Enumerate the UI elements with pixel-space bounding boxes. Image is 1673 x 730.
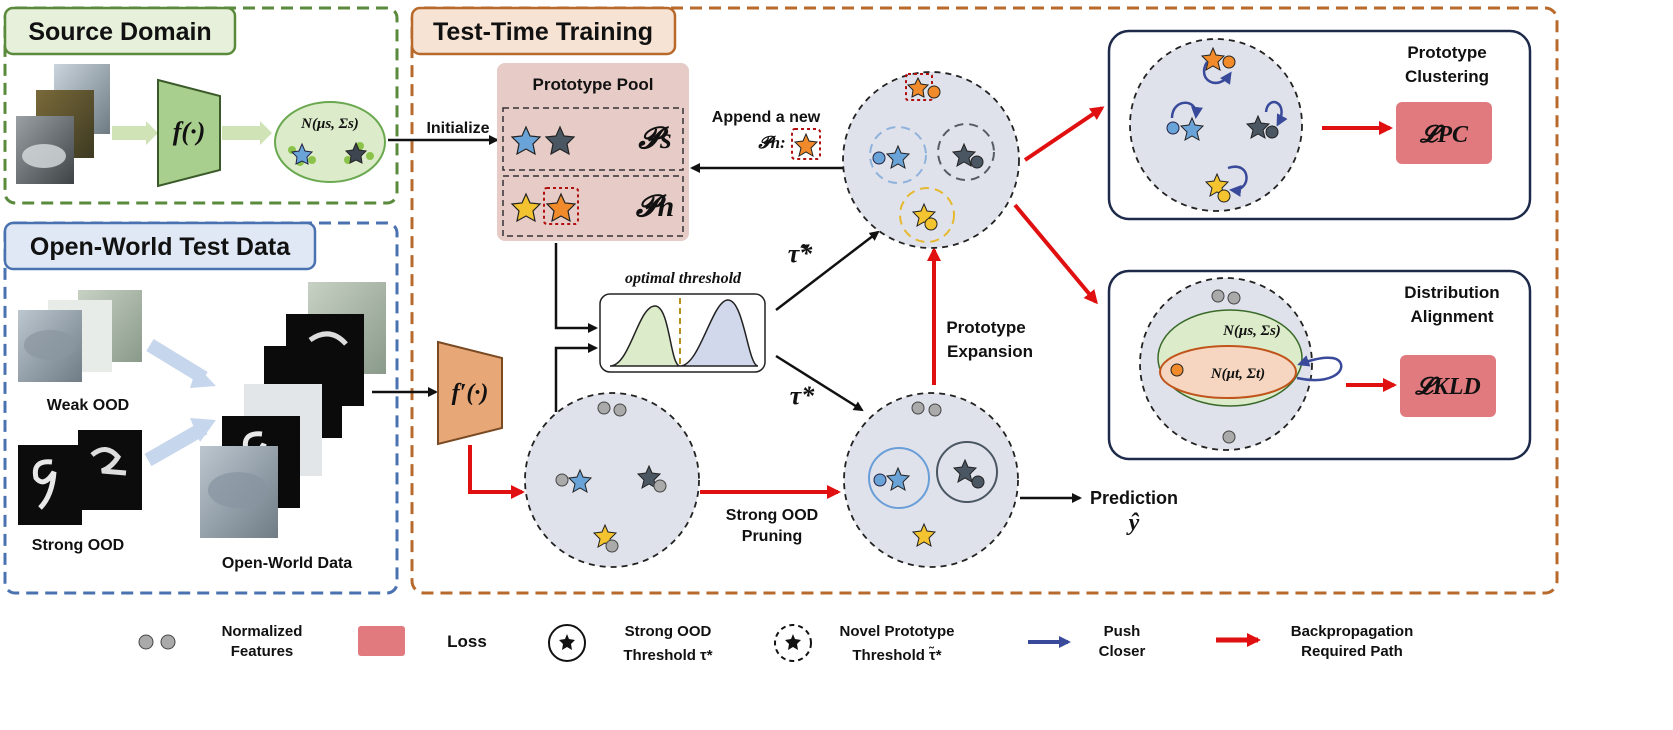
source-domain-panel bbox=[3, 6, 399, 205]
pool-title: Prototype Pool bbox=[533, 75, 654, 94]
feature-space-pruned bbox=[843, 392, 1019, 568]
ttt-panel bbox=[410, 6, 1559, 595]
tau-label: τ* bbox=[790, 381, 816, 410]
n-s-label: N(μs, Σs) bbox=[1222, 323, 1281, 339]
threshold-plot: optimal threshold bbox=[599, 270, 766, 373]
source-images bbox=[16, 64, 110, 184]
append-label: Append a new bbox=[712, 109, 821, 126]
to-clustering-arrow bbox=[1023, 106, 1105, 162]
openworld-data-images bbox=[200, 282, 386, 538]
loss-pc-label: 𝓛PC bbox=[1419, 122, 1469, 148]
tau-tilde-arrow bbox=[775, 230, 880, 311]
legend-features-1: Normalized bbox=[222, 623, 303, 640]
source-title-box bbox=[3, 6, 237, 56]
pruning-label-1: Strong OOD bbox=[726, 507, 818, 524]
prediction-label: Prediction bbox=[1090, 488, 1178, 508]
feature-space-expanded bbox=[842, 71, 1020, 249]
openworld-title-box bbox=[3, 221, 317, 271]
weak-ood-images bbox=[18, 290, 142, 382]
ps-label: 𝓟s bbox=[638, 122, 671, 155]
initialize-label: Initialize bbox=[426, 120, 489, 137]
n-t-label: N(μt, Σt) bbox=[1210, 366, 1265, 382]
source-title: Source Domain bbox=[28, 18, 211, 46]
alignment-label-1: Distribution bbox=[1404, 283, 1499, 302]
source-gaussian: N(μs, Σs) bbox=[274, 101, 386, 183]
alignment-label-2: Alignment bbox=[1410, 307, 1493, 326]
f-prime-label: f′(·) bbox=[452, 380, 489, 406]
f-prime-encoder: f′(·) bbox=[437, 340, 503, 446]
legend-push-1: Push bbox=[1104, 623, 1141, 640]
legend-novel-2: Threshold τ̃* bbox=[852, 646, 941, 664]
loss-kld-label: 𝓛KLD bbox=[1414, 374, 1480, 400]
clustering-label-1: Prototype bbox=[1407, 43, 1486, 62]
expansion-label-1: Prototype bbox=[946, 318, 1025, 337]
features-to-threshold-arrow bbox=[554, 343, 598, 412]
ttt-title-box bbox=[410, 6, 677, 56]
openworld-data-label: Open-World Data bbox=[222, 555, 352, 572]
append-pn-label: 𝓟n: bbox=[758, 133, 785, 152]
legend-backprop-1: Backpropagation bbox=[1291, 623, 1414, 640]
strong-ood-label: Strong OOD bbox=[32, 537, 124, 554]
pool-to-threshold-arrow bbox=[554, 243, 598, 333]
legend-loss: Loss bbox=[447, 632, 487, 651]
optimal-threshold-label: optimal threshold bbox=[625, 270, 742, 287]
f-label: f(·) bbox=[173, 117, 205, 146]
openworld-title: Open-World Test Data bbox=[30, 233, 291, 261]
f-encoder: f(·) bbox=[157, 78, 221, 188]
legend-novel-1: Novel Prototype bbox=[839, 623, 954, 640]
legend-backprop-2: Required Path bbox=[1301, 643, 1403, 660]
prototype-pool: Prototype Pool 𝓟s 𝓟n bbox=[497, 63, 689, 241]
legend-strong-2: Threshold τ* bbox=[623, 647, 712, 664]
legend-push-2: Closer bbox=[1099, 643, 1146, 660]
clustering-label-2: Clustering bbox=[1405, 67, 1489, 86]
expansion-label-2: Expansion bbox=[947, 342, 1033, 361]
strong-ood-images bbox=[18, 430, 142, 525]
pruning-label-2: Pruning bbox=[742, 528, 802, 545]
clustering-box: Prototype Clustering 𝓛PC bbox=[1107, 29, 1532, 221]
feature-space-initial bbox=[524, 392, 700, 568]
fprime-to-features-arrow bbox=[468, 445, 525, 499]
to-alignment-arrow bbox=[1013, 203, 1098, 305]
ttt-title: Test-Time Training bbox=[433, 18, 653, 46]
legend-features-2: Features bbox=[231, 643, 294, 660]
alignment-box: N(μs, Σs) N(μt, Σt) Distribution Alignme… bbox=[1107, 269, 1532, 461]
weak-ood-label: Weak OOD bbox=[47, 397, 129, 414]
pn-label: 𝓟n bbox=[636, 190, 674, 223]
openworld-panel bbox=[3, 221, 399, 595]
tau-arrow bbox=[775, 354, 864, 412]
source-gaussian-label: N(μs, Σs) bbox=[300, 116, 359, 132]
y-hat-label: ŷ bbox=[1126, 510, 1140, 536]
legend-strong-1: Strong OOD bbox=[625, 623, 712, 640]
legend: Normalized Features Loss Strong OOD Thre… bbox=[138, 623, 1414, 664]
tau-tilde-label: τ̃* bbox=[788, 239, 814, 268]
